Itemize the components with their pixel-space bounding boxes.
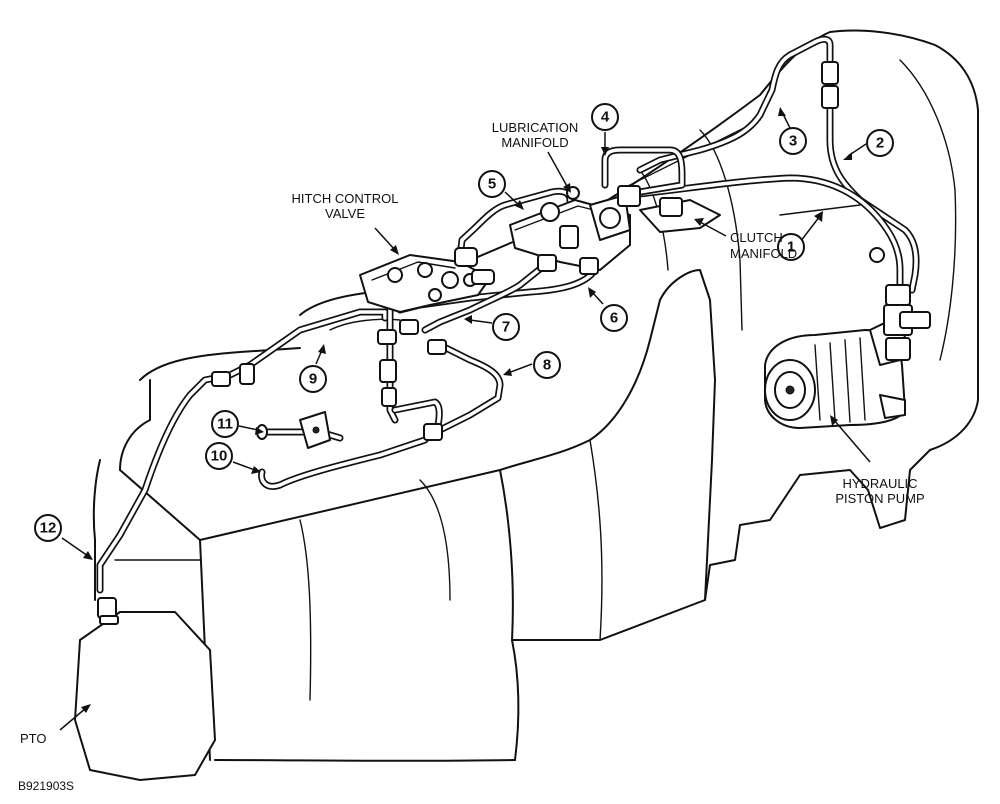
pto-housing [74,611,216,781]
callout-7-label: 7 [502,319,510,336]
callout-leaders [59,107,871,731]
lubrication-manifold-label-line1: LUBRICATION [492,120,578,135]
hydraulic-piston-pump-label-line2: PISTON PUMP [835,491,924,506]
callout-6-label: 6 [610,310,618,327]
callout-3: 3 [779,127,807,155]
lubrication-manifold-label-line2: MANIFOLD [501,135,568,150]
transmission-housing [74,29,979,781]
fittings [97,61,931,625]
callout-10-label: 10 [211,448,228,465]
callout-5: 5 [478,170,506,198]
hitch-control-valve-label-line1: HITCH CONTROL [292,191,399,206]
callout-11: 11 [211,410,239,438]
callout-5-label: 5 [488,176,496,193]
callout-7: 7 [492,313,520,341]
hitch-control-valve-label-line2: VALVE [325,206,365,221]
clutch-manifold-label-line2: MANIFOLD [730,246,797,261]
callout-10: 10 [205,442,233,470]
callout-6: 6 [600,304,628,332]
callout-1-label: 1 [787,239,795,256]
callout-2-label: 2 [876,135,884,152]
pto-label: PTO [20,731,47,746]
hydraulic-piston-pump-label-line1: HYDRAULIC [842,476,917,491]
clutch-manifold-label-line1: CLUTCH [730,230,783,245]
callout-11-label: 11 [217,416,233,433]
callout-9: 9 [299,365,327,393]
callout-3-label: 3 [789,133,797,150]
lubrication-manifold [509,185,641,275]
callout-8-label: 8 [543,357,551,374]
callout-1: 1 [777,233,805,261]
component-labels: LUBRICATION MANIFOLD HITCH CONTROL VALVE… [18,120,925,793]
callout-12-label: 12 [40,520,57,537]
callout-8: 8 [533,351,561,379]
figure-id: B921903S [18,779,74,793]
hitch-control-valve [359,247,495,313]
callout-12: 12 [34,514,62,542]
callout-4: 4 [591,103,619,131]
callout-4-label: 4 [601,109,610,126]
callout-9-label: 9 [309,371,317,388]
callout-2: 2 [866,129,894,157]
